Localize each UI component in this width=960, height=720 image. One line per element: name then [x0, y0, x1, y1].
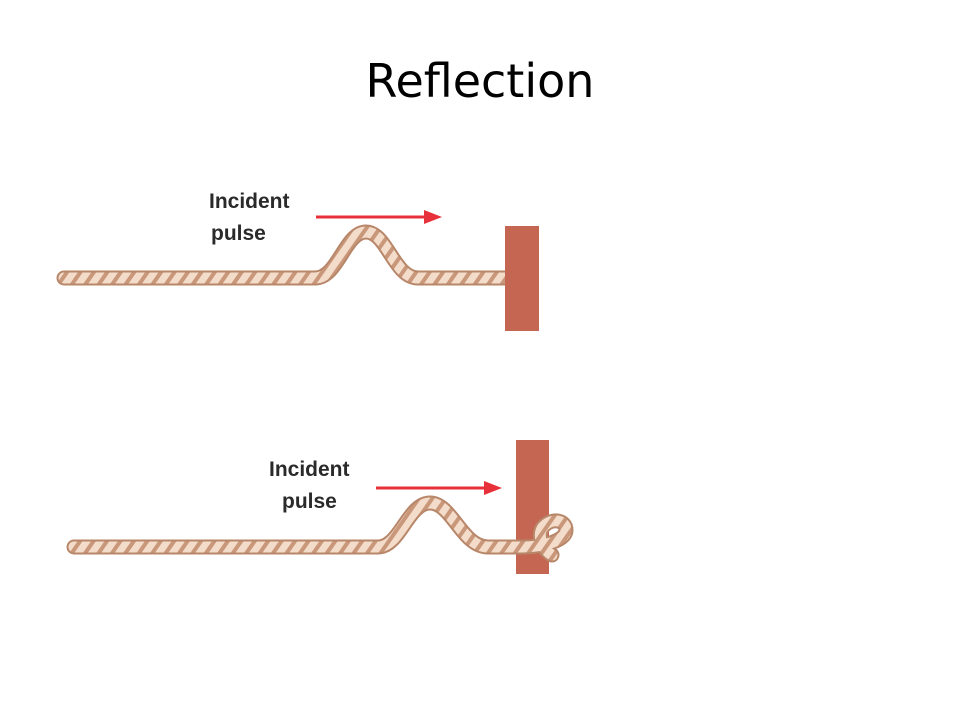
rope-top [56, 224, 514, 286]
right-arrow-icon [316, 210, 442, 224]
right-arrow-icon [376, 481, 502, 495]
rope-bottom [66, 495, 574, 563]
slide-title: Reflection [365, 54, 595, 108]
incident-label-line1: Incident [269, 458, 350, 481]
wall-top [505, 226, 539, 331]
incident-label-line2: pulse [211, 222, 266, 245]
panel-top: Incident pulse [56, 190, 539, 331]
incident-label-line1: Incident [209, 190, 290, 213]
panel-bottom: Incident pulse [66, 440, 574, 574]
incident-label-line2: pulse [282, 490, 337, 513]
